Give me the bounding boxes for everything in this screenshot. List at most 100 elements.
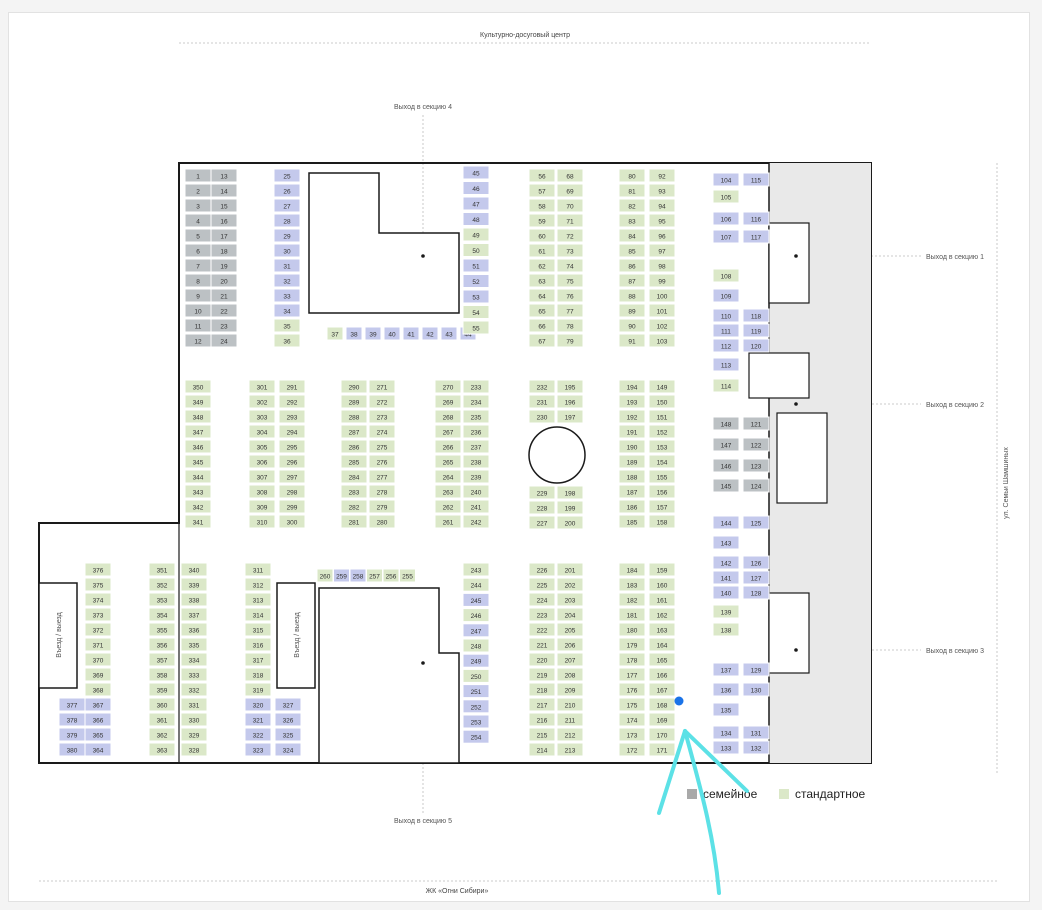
parking-spot[interactable]: 212	[556, 727, 584, 742]
parking-spot[interactable]: 329	[180, 727, 208, 742]
parking-spot[interactable]: 86	[618, 258, 646, 273]
parking-spot[interactable]: 251	[462, 684, 490, 699]
parking-spot[interactable]: 33	[273, 288, 301, 303]
parking-spot[interactable]: 30	[273, 243, 301, 258]
parking-spot[interactable]: 195	[556, 379, 584, 394]
parking-spot[interactable]: 126	[742, 555, 770, 570]
parking-spot[interactable]: 220	[528, 652, 556, 667]
parking-spot[interactable]: 267	[434, 424, 462, 439]
parking-spot[interactable]: 137	[712, 662, 740, 677]
parking-spot[interactable]: 353	[148, 592, 176, 607]
parking-spot[interactable]: 82	[618, 198, 646, 213]
parking-spot[interactable]: 188	[618, 469, 646, 484]
parking-spot[interactable]: 272	[368, 394, 396, 409]
parking-spot[interactable]: 378	[58, 712, 86, 727]
parking-spot[interactable]: 311	[244, 562, 272, 577]
parking-spot[interactable]: 284	[340, 469, 368, 484]
parking-spot[interactable]: 182	[618, 592, 646, 607]
parking-spot[interactable]: 21	[210, 288, 238, 303]
parking-spot[interactable]: 349	[184, 394, 212, 409]
parking-spot[interactable]: 47	[462, 196, 490, 211]
parking-spot[interactable]: 259	[333, 568, 350, 583]
parking-spot[interactable]: 315	[244, 622, 272, 637]
parking-spot[interactable]: 61	[528, 243, 556, 258]
parking-spot[interactable]: 17	[210, 228, 238, 243]
parking-spot[interactable]: 303	[248, 409, 276, 424]
parking-spot[interactable]: 92	[648, 168, 676, 183]
parking-spot[interactable]: 105	[712, 189, 740, 204]
parking-spot[interactable]: 110	[712, 308, 740, 323]
parking-spot[interactable]: 18	[210, 243, 238, 258]
parking-spot[interactable]: 122	[742, 437, 770, 452]
parking-spot[interactable]: 124	[742, 478, 770, 493]
parking-spot[interactable]: 199	[556, 500, 584, 515]
parking-spot[interactable]: 216	[528, 712, 556, 727]
parking-spot[interactable]: 302	[248, 394, 276, 409]
parking-spot[interactable]: 243	[462, 562, 490, 577]
parking-spot[interactable]: 13	[210, 168, 238, 183]
parking-spot[interactable]: 326	[274, 712, 302, 727]
parking-spot[interactable]: 125	[742, 515, 770, 530]
parking-spot[interactable]: 43	[440, 326, 458, 341]
parking-spot[interactable]: 79	[556, 333, 584, 348]
parking-spot[interactable]: 354	[148, 607, 176, 622]
parking-spot[interactable]: 116	[742, 211, 770, 226]
parking-spot[interactable]: 40	[383, 326, 401, 341]
parking-spot[interactable]: 235	[462, 409, 490, 424]
parking-spot[interactable]: 22	[210, 303, 238, 318]
parking-spot[interactable]: 172	[618, 742, 646, 757]
parking-spot[interactable]: 28	[273, 213, 301, 228]
parking-spot[interactable]: 310	[248, 514, 276, 529]
parking-spot[interactable]: 257	[366, 568, 383, 583]
parking-spot[interactable]: 283	[340, 484, 368, 499]
parking-spot[interactable]: 3	[184, 198, 212, 213]
parking-spot[interactable]: 193	[618, 394, 646, 409]
parking-spot[interactable]: 333	[180, 667, 208, 682]
parking-spot[interactable]: 369	[84, 667, 112, 682]
parking-spot[interactable]: 217	[528, 697, 556, 712]
parking-spot[interactable]: 57	[528, 183, 556, 198]
parking-spot[interactable]: 108	[712, 268, 740, 283]
parking-spot[interactable]: 291	[278, 379, 306, 394]
parking-spot[interactable]: 275	[368, 439, 396, 454]
parking-spot[interactable]: 184	[618, 562, 646, 577]
parking-spot[interactable]: 15	[210, 198, 238, 213]
parking-spot[interactable]: 277	[368, 469, 396, 484]
parking-spot[interactable]: 150	[648, 394, 676, 409]
parking-spot[interactable]: 239	[462, 469, 490, 484]
parking-spot[interactable]: 337	[180, 607, 208, 622]
parking-spot[interactable]: 269	[434, 394, 462, 409]
parking-spot[interactable]: 222	[528, 622, 556, 637]
parking-spot[interactable]: 290	[340, 379, 368, 394]
parking-spot[interactable]: 317	[244, 652, 272, 667]
parking-spot[interactable]: 270	[434, 379, 462, 394]
parking-spot[interactable]: 282	[340, 499, 368, 514]
parking-spot[interactable]: 77	[556, 303, 584, 318]
parking-spot[interactable]: 23	[210, 318, 238, 333]
parking-spot[interactable]: 367	[84, 697, 112, 712]
parking-spot[interactable]: 49	[462, 227, 490, 242]
parking-spot[interactable]: 264	[434, 469, 462, 484]
parking-spot[interactable]: 338	[180, 592, 208, 607]
parking-spot[interactable]: 183	[618, 577, 646, 592]
parking-spot[interactable]: 169	[648, 712, 676, 727]
parking-spot[interactable]: 218	[528, 682, 556, 697]
parking-spot[interactable]: 380	[58, 742, 86, 757]
parking-spot[interactable]: 129	[742, 662, 770, 677]
parking-spot[interactable]: 236	[462, 424, 490, 439]
parking-spot[interactable]: 10	[184, 303, 212, 318]
parking-spot[interactable]: 211	[556, 712, 584, 727]
parking-spot[interactable]: 174	[618, 712, 646, 727]
parking-spot[interactable]: 50	[462, 243, 490, 257]
parking-spot[interactable]: 134	[712, 725, 740, 740]
parking-spot[interactable]: 97	[648, 243, 676, 258]
parking-spot[interactable]: 260	[316, 568, 334, 583]
parking-spot[interactable]: 351	[148, 562, 176, 577]
parking-spot[interactable]: 309	[248, 499, 276, 514]
parking-spot[interactable]: 191	[618, 424, 646, 439]
parking-spot[interactable]: 93	[648, 183, 676, 198]
parking-spot[interactable]: 94	[648, 198, 676, 213]
parking-spot[interactable]: 136	[712, 682, 740, 697]
parking-spot[interactable]: 200	[556, 515, 584, 530]
parking-spot[interactable]: 139	[712, 604, 740, 619]
